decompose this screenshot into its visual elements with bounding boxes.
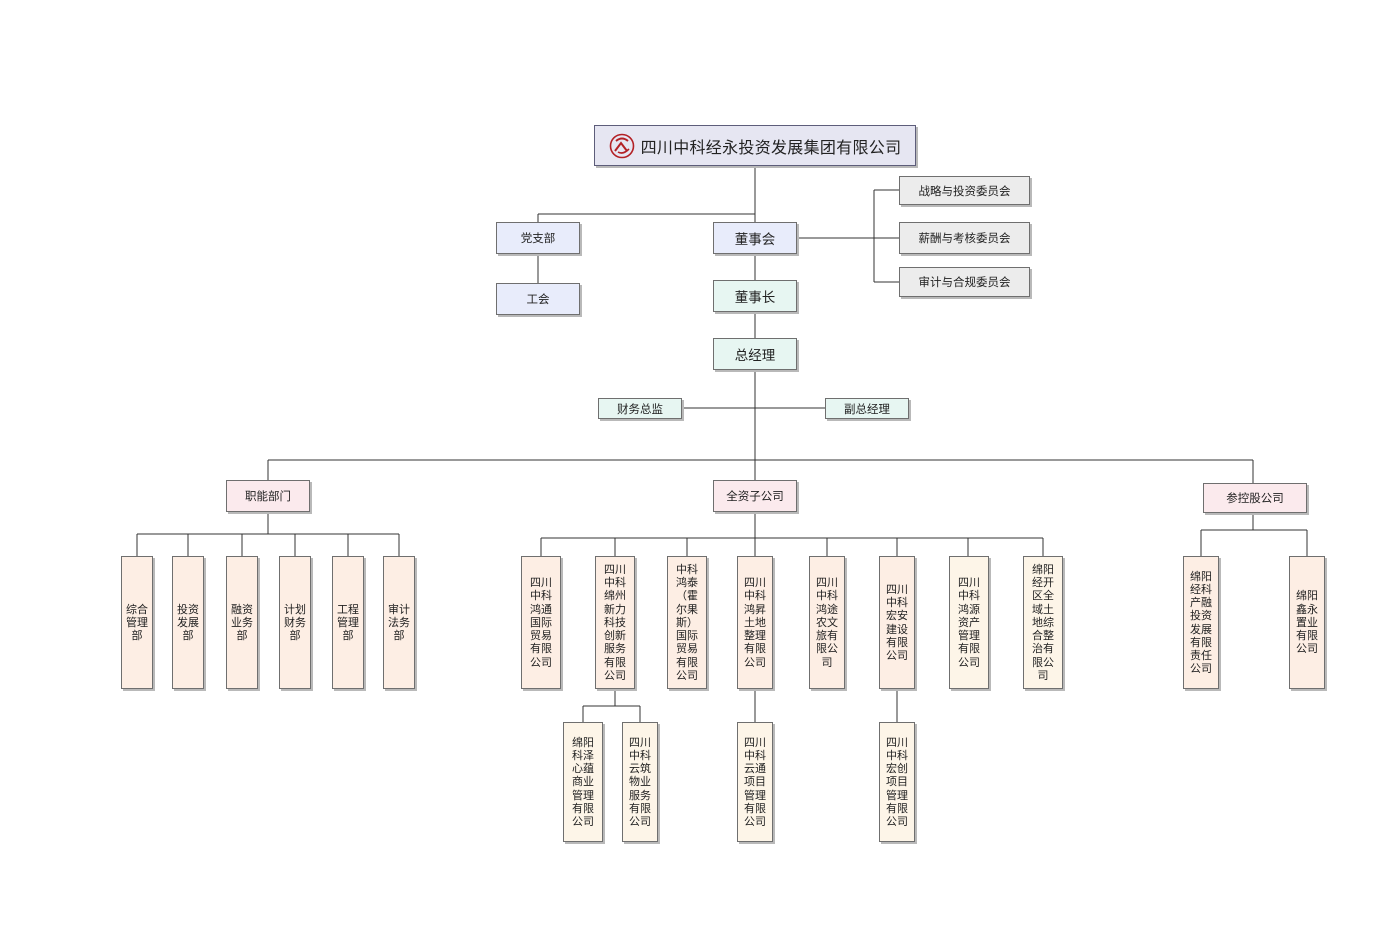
- committee-compensation-box[interactable]: 薪酬与考核委员会: [899, 222, 1030, 254]
- category-wholly-owned-box[interactable]: 全资子公司: [713, 480, 797, 512]
- subsidiary-box[interactable]: 四川中科鸿通国际贸易有限公司: [521, 556, 561, 689]
- subsidiary-box[interactable]: 绵阳经开区全域土地综合整治有限公司: [1023, 556, 1063, 689]
- department-box[interactable]: 融资业务部: [226, 556, 258, 689]
- sub-subsidiary-box[interactable]: 绵阳科泽心蕴商业管理有限公司: [563, 722, 603, 842]
- subsidiary-box[interactable]: 四川中科鸿途农文旅有限公司: [809, 556, 845, 689]
- subsidiary-box[interactable]: 四川中科鸿昇土地整理有限公司: [737, 556, 773, 689]
- sub-subsidiary-box[interactable]: 四川中科云筑物业服务有限公司: [622, 722, 658, 842]
- vice-gm-box[interactable]: 副总经理: [825, 398, 909, 419]
- category-holding-box[interactable]: 参控股公司: [1203, 483, 1307, 513]
- department-box[interactable]: 综合管理部: [121, 556, 153, 689]
- committee-strategy-box[interactable]: 战略与投资委员会: [899, 176, 1030, 205]
- department-box[interactable]: 工程管理部: [332, 556, 364, 689]
- board-box[interactable]: 董事会: [713, 222, 797, 254]
- cfo-box[interactable]: 财务总监: [598, 398, 682, 419]
- sub-subsidiary-box[interactable]: 四川中科云通项目管理有限公司: [737, 722, 773, 842]
- sub-subsidiary-box[interactable]: 四川中科宏创项目管理有限公司: [879, 722, 915, 842]
- company-box[interactable]: 四川中科经永投资发展集团有限公司: [594, 125, 916, 166]
- party-branch-box[interactable]: 党支部: [496, 222, 580, 254]
- department-box[interactable]: 计划财务部: [279, 556, 311, 689]
- holding-box[interactable]: 绵阳经科产融投资发展有限责任公司: [1183, 556, 1219, 689]
- holding-box[interactable]: 绵阳鑫永置业有限公司: [1289, 556, 1325, 689]
- subsidiary-box[interactable]: 四川中科鸿源资产管理有限公司: [949, 556, 989, 689]
- subsidiary-box[interactable]: 四川中科宏安建设有限公司: [879, 556, 915, 689]
- committee-audit-box[interactable]: 审计与合规委员会: [899, 267, 1030, 297]
- subsidiary-box[interactable]: 中科鸿泰（霍尔果斯）国际贸易有限公司: [667, 556, 707, 689]
- subsidiary-box[interactable]: 四川中科绵州新力科技创新服务有限公司: [595, 556, 635, 689]
- department-box[interactable]: 审计法务部: [383, 556, 415, 689]
- company-logo-icon: [609, 133, 634, 158]
- chairman-box[interactable]: 董事长: [713, 280, 797, 312]
- department-box[interactable]: 投资发展部: [172, 556, 204, 689]
- union-box[interactable]: 工会: [496, 283, 580, 315]
- company-name: 四川中科经永投资发展集团有限公司: [640, 137, 902, 157]
- category-functional-box[interactable]: 职能部门: [226, 480, 310, 512]
- general-manager-box[interactable]: 总经理: [713, 338, 797, 370]
